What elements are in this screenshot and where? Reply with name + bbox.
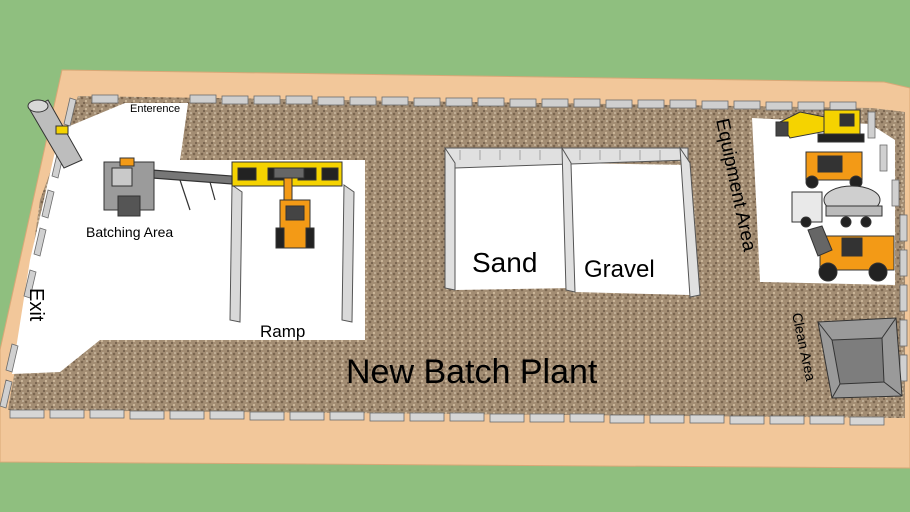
entrance-label: Enterence bbox=[130, 103, 180, 115]
site-title: New Batch Plant bbox=[346, 353, 598, 391]
batching-area-label: Batching Area bbox=[86, 224, 173, 240]
sand-label: Sand bbox=[472, 247, 537, 278]
ramp-label: Ramp bbox=[260, 322, 305, 341]
clean-area-structure bbox=[818, 318, 902, 398]
gravel-label: Gravel bbox=[584, 256, 655, 283]
exit-label: Exit bbox=[25, 288, 47, 322]
